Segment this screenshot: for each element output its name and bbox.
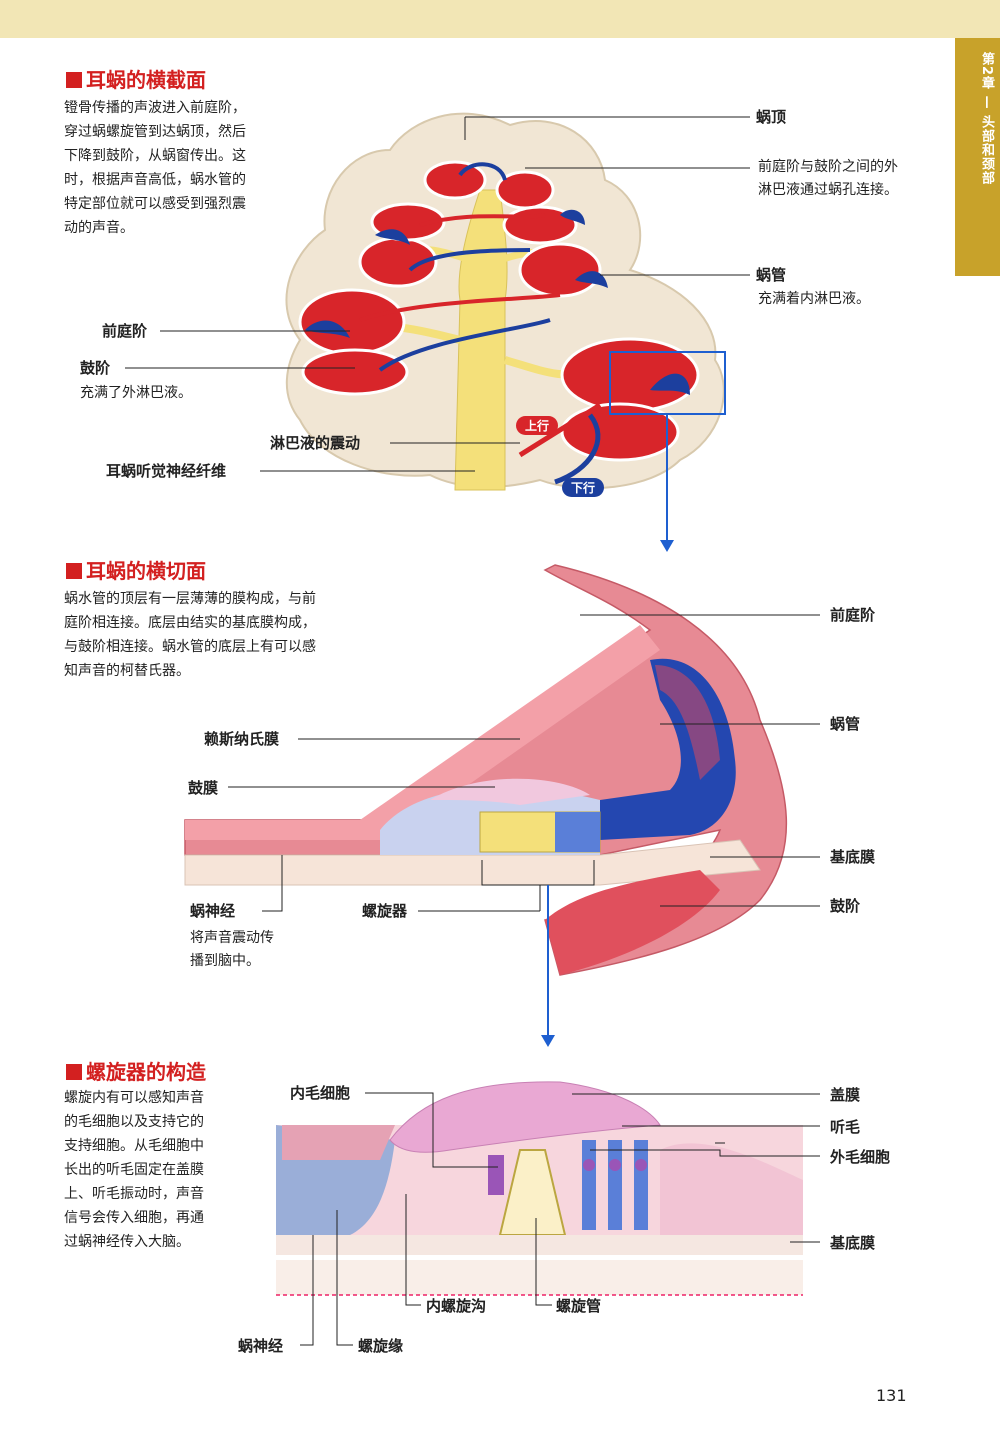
label-tunnel: 螺旋管	[556, 1297, 602, 1315]
badge-down: 下行	[562, 478, 604, 497]
label-spiral-limbus: 螺旋缘	[358, 1337, 404, 1355]
label-hair: 听毛	[830, 1118, 861, 1136]
note-cochlear-duct: 充满着内淋巴液。	[758, 291, 870, 307]
label-auditory-nerve: 耳蜗听觉神经纤维	[106, 462, 227, 480]
label-outer-hair-cell: 外毛细胞	[830, 1148, 891, 1166]
label-scala-tympani-2: 鼓阶	[830, 897, 861, 915]
section2-description: 蜗水管的顶层有一层薄薄的膜构成，与前 庭阶相连接。底层由结实的基底膜构成， 与鼓…	[64, 591, 316, 679]
page-number: 131	[876, 1386, 907, 1405]
section3-description: 螺旋内有可以感知声音 的毛细胞以及支持它的 支持细胞。从毛细胞中 长出的听毛固定…	[64, 1090, 204, 1250]
label-inner-hair-cell: 内毛细胞	[290, 1084, 351, 1102]
label-helicotrema: 前庭阶与鼓阶之间的外 淋巴液通过蜗孔连接。	[758, 159, 898, 198]
section2-title: 耳蜗的横切面	[66, 555, 206, 584]
chapter-tab	[955, 38, 1000, 276]
section3-title: 螺旋器的构造	[66, 1056, 206, 1085]
label-reissner: 赖斯纳氏膜	[204, 730, 280, 748]
cochlea-cross-section	[125, 112, 750, 552]
label-cochlear-nerve-3: 蜗神经	[238, 1337, 284, 1355]
label-cochlear-nerve-2: 蜗神经	[190, 902, 236, 920]
label-cochlear-duct-1: 蜗管	[756, 266, 787, 284]
section1-title: 耳蜗的横截面	[66, 64, 206, 93]
section1-description: 镫骨传播的声波进入前庭阶， 穿过蜗螺旋管到达蜗顶，然后 下降到鼓阶，从蜗窗传出。…	[64, 100, 246, 236]
label-scala-vestibuli-1: 前庭阶	[102, 322, 148, 340]
label-organ-of-corti: 螺旋器	[362, 902, 408, 920]
organ-of-corti-detail	[276, 1081, 820, 1346]
label-cochlear-duct-2: 蜗管	[830, 715, 861, 733]
label-apex: 蜗顶	[756, 108, 787, 126]
label-inner-sulcus: 内螺旋沟	[426, 1297, 487, 1315]
label-basilar-3: 基底膜	[830, 1234, 876, 1252]
label-vibration: 淋巴液的震动	[270, 434, 361, 452]
note-cochlear-nerve: 将声音震动传 播到脑中。	[190, 930, 274, 969]
chapter-label: 第2章 — 头部和颈部	[979, 52, 994, 186]
badge-up: 上行	[516, 416, 558, 435]
label-scala-vestibuli-2: 前庭阶	[830, 606, 876, 624]
label-tectorial-2: 鼓膜	[188, 779, 219, 797]
cochlea-cross-cut	[184, 564, 820, 1047]
label-basilar-2: 基底膜	[830, 848, 876, 866]
note-scala-tympani: 充满了外淋巴液。	[80, 385, 192, 401]
top-band	[0, 0, 1000, 38]
label-tectorial-3: 盖膜	[830, 1086, 861, 1104]
label-scala-tympani-1: 鼓阶	[80, 359, 111, 377]
